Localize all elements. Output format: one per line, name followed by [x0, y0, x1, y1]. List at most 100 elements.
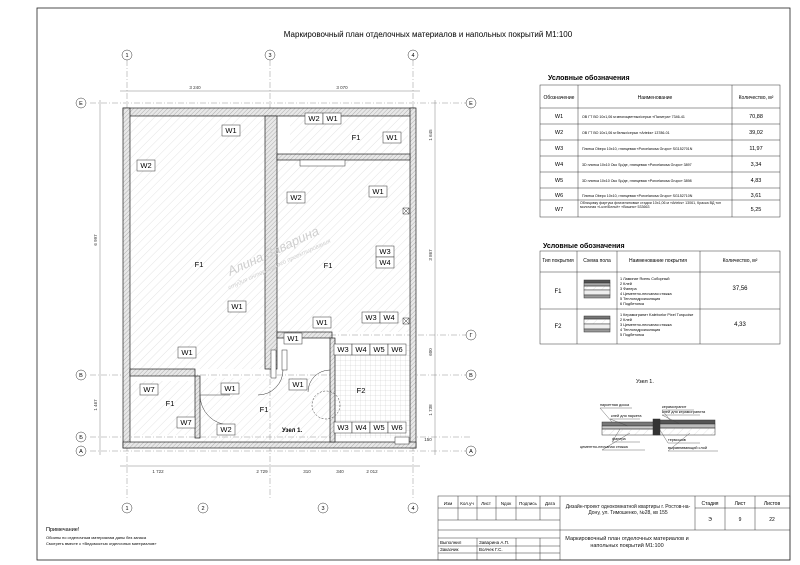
legend-floors-qty-f2: 4,33: [734, 322, 746, 328]
svg-text:Выполнил: Выполнил: [440, 540, 462, 545]
node-detail-title: Узел 1.: [636, 379, 654, 385]
legend-walls-code-w4: W4: [555, 162, 563, 168]
dim-right-3: 600: [428, 348, 433, 356]
legend-walls-qty-w5: 4,83: [751, 178, 762, 184]
legend-walls-name-w5: 3D плитка 10х10 Око Sp/де, глянцевая «Po…: [582, 179, 692, 183]
legend-walls-qty-w3: 11,97: [749, 146, 762, 152]
svg-text:Листов: Листов: [764, 501, 781, 507]
svg-text:Количество, м²: Количество, м²: [739, 95, 774, 101]
tag-top-w2: W2: [308, 114, 319, 123]
legend-walls-name-w2: ОВ ГТ ВО 10х1,06 м белых/серых «Arteks» …: [582, 131, 670, 135]
legend-walls-qty-w2: 39,02: [749, 130, 763, 136]
svg-text:Заказчик: Заказчик: [440, 547, 459, 552]
tag-bath-f2: F2: [357, 386, 366, 395]
stamp-project: Дизайн-проект однокомнатной квартиры г. …: [565, 504, 691, 516]
svg-text:5 Подбетонка: 5 Подбетонка: [620, 333, 645, 337]
stamp-sheet: 9: [739, 517, 742, 523]
tag-bath-top-w6: W6: [391, 345, 402, 354]
axis-label-left-b: Б: [79, 435, 83, 441]
svg-text:2 Клей: 2 Клей: [620, 318, 632, 322]
legend-floors-title: Условные обозначения: [543, 242, 625, 250]
note-block: Примечание! Обоины по отделочным материа…: [46, 527, 157, 546]
tag-right-f1: F1: [324, 261, 333, 270]
svg-text:Изм: Изм: [444, 501, 452, 506]
title-block: Изм Кол.уч Лист Nдок Подпись Дата Дизайн…: [437, 495, 791, 561]
svg-text:5 Теплогидроизоляция: 5 Теплогидроизоляция: [620, 297, 660, 301]
tag-big-f1: F1: [195, 260, 204, 269]
legend-walls-qty-w6: 3,61: [751, 193, 762, 199]
axis-label-top-1: 1: [125, 53, 128, 59]
tag-right-w4: W4: [379, 258, 390, 267]
tag-right-w4b: W4: [383, 313, 394, 322]
tag-right-w3: W3: [379, 247, 390, 256]
axis-label-right-g: Г: [470, 333, 473, 339]
legend-walls-code-w2: W2: [555, 130, 563, 136]
node-callout: Узел 1.: [282, 428, 302, 434]
dim-bottom-5: 2 012: [366, 469, 378, 474]
dim-right-2: 3 867: [428, 249, 433, 261]
tag-right-w1-bottom: W1: [316, 318, 327, 327]
legend-walls-qty-w7: 5,25: [751, 207, 762, 213]
tag-hall-w1a: W1: [287, 334, 298, 343]
svg-text:Стадия: Стадия: [701, 501, 718, 507]
axis-label-right-v: В: [469, 373, 473, 379]
svg-text:паркетная доска: паркетная доска: [600, 403, 630, 407]
tag-hall-f1: F1: [260, 405, 269, 414]
axis-label-bottom-1: 1: [125, 506, 128, 512]
svg-text:выравнивающий слой: выравнивающий слой: [668, 446, 707, 450]
legend-walls-name-w3: Плитка Obepo 10х10, глянцевая «Porcelano…: [582, 147, 693, 151]
tag-bath-bottom-w4: W4: [355, 423, 366, 432]
legend-floors-type-f2: F2: [554, 324, 562, 330]
svg-text:клей для паркета: клей для паркета: [611, 414, 642, 418]
dim-left-2: 1 467: [93, 399, 98, 411]
axis-label-left-v: В: [79, 373, 83, 379]
svg-text:1 Ламинат Ясень Соборный: 1 Ламинат Ясень Соборный: [620, 277, 670, 281]
svg-text:Лист: Лист: [735, 501, 747, 507]
svg-text:Кол.уч: Кол.уч: [460, 501, 474, 506]
axis-markers: [75, 49, 477, 514]
tag-big-w1-bottom: W1: [181, 348, 192, 357]
dim-right-4: 1 738: [428, 404, 433, 416]
axis-label-left-e: Е: [79, 101, 83, 107]
svg-text:клей для керамогранита: клей для керамогранита: [662, 410, 706, 414]
tag-hall-w1c: W1: [292, 380, 303, 389]
tag-bathleft-f1: F1: [166, 399, 175, 408]
svg-text:керамогранит: керамогранит: [662, 405, 687, 409]
svg-text:Тип покрытия: Тип покрытия: [542, 258, 574, 264]
tag-bath-bottom-w3: W3: [337, 423, 348, 432]
tag-hall-w2: W2: [220, 425, 231, 434]
svg-text:Дата: Дата: [545, 501, 555, 506]
legend-walls-code-w6: W6: [555, 193, 563, 199]
svg-text:1 Керамогранит Kaleborlor Pixe: 1 Керамогранит Kaleborlor Pixel Turquois…: [620, 313, 693, 317]
svg-text:4 Цементно-песчаная стяжка: 4 Цементно-песчаная стяжка: [620, 292, 673, 296]
tag-bath-top-w4: W4: [355, 345, 366, 354]
tag-big-w1-mid: W1: [231, 302, 242, 311]
tag-hall-w1b: W1: [224, 384, 235, 393]
legend-walls-code-w7: W7: [555, 207, 563, 213]
legend-walls-qty-w4: 3,34: [751, 162, 762, 168]
svg-text:4 Теплогидроизоляция: 4 Теплогидроизоляция: [620, 328, 660, 332]
dim-bottom-4: 340: [336, 469, 344, 474]
axis-label-right-e: Е: [469, 101, 473, 107]
stamp-stage: Э: [708, 517, 712, 523]
svg-text:Подпись: Подпись: [519, 501, 537, 506]
node-detail: Узел 1. паркетная доска клей для паркета…: [580, 379, 718, 452]
legend-floors-type-f1: F1: [554, 289, 562, 295]
svg-text:Заварина А.П.: Заварина А.П.: [479, 540, 509, 545]
svg-text:Волчек Г.С.: Волчек Г.С.: [479, 547, 503, 552]
dim-bottom-1: 1 722: [152, 469, 164, 474]
legend-floors-qty-f1: 37,56: [732, 286, 748, 292]
legend-floors: Условные обозначения Тип покрытия Схема …: [539, 242, 781, 345]
legend-walls-name-w7: Облицовку фартука флизелиновые стадии 10…: [580, 201, 721, 210]
tag-right-w2: W2: [290, 193, 301, 202]
tag-right-w3b: W3: [365, 313, 376, 322]
legend-walls-name-w6: Плитка Obepo 10х10, глянцевая «Porcelano…: [582, 194, 693, 198]
legend-walls-name-w4: 3D плитка 10х10 Око Sp/де, глянцевая «Po…: [582, 163, 692, 167]
svg-text:Обозначение: Обозначение: [544, 95, 575, 101]
legend-walls-code-w3: W3: [555, 146, 563, 152]
dim-bottom-2: 2 729: [256, 469, 268, 474]
svg-text:фанера: фанера: [612, 437, 627, 441]
legend-walls-qty-w1: 70,88: [749, 114, 763, 120]
legend-walls-name-w1: ОВ ГТ ВО 10х1,06 м многоцветных/серых «П…: [582, 115, 685, 119]
